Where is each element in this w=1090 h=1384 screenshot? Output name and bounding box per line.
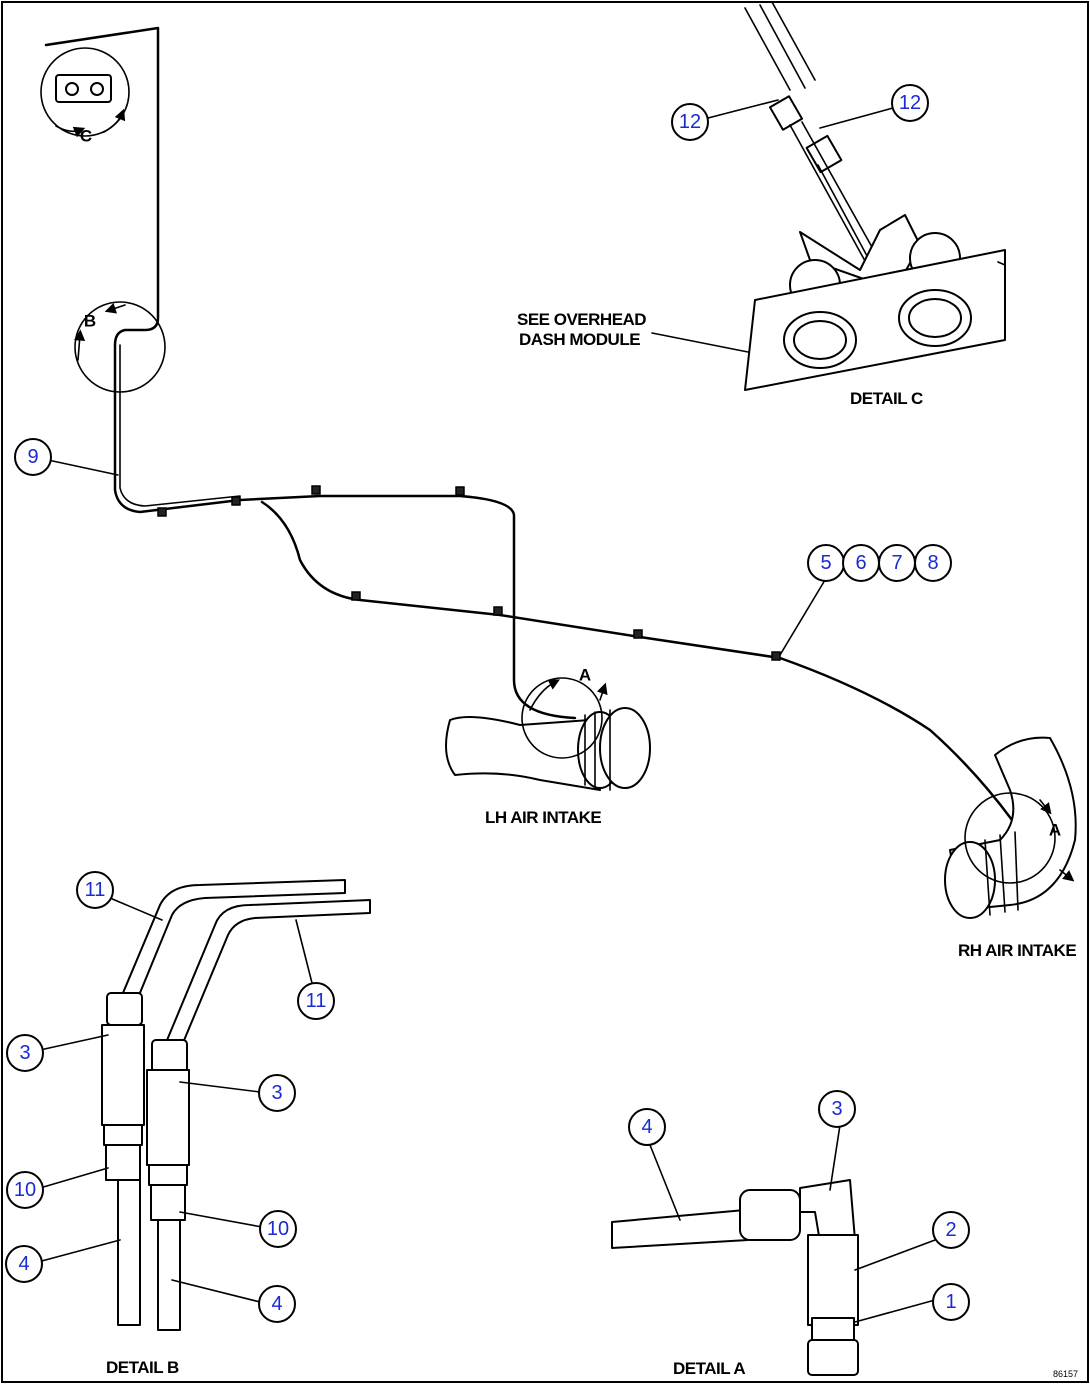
callout-number: 12 [679, 111, 701, 133]
detail-a-label: DETAIL A [673, 1359, 745, 1378]
callout-number: 3 [831, 1098, 842, 1120]
harness-routing [44, 26, 1014, 822]
callout-9: 9 [14, 438, 52, 476]
callout-11b: 11 [297, 982, 335, 1020]
callout-7: 7 [878, 544, 916, 582]
callout-number: 8 [927, 552, 938, 574]
leader-lines [37, 99, 936, 1323]
callout-6: 6 [842, 544, 880, 582]
callout-1: 1 [932, 1283, 970, 1321]
callout-3c: 3 [818, 1090, 856, 1128]
detail-c-label: DETAIL C [850, 389, 923, 408]
callout-number: 9 [27, 446, 38, 468]
callout-12b: 12 [891, 84, 929, 122]
callout-number: 1 [945, 1291, 956, 1313]
detail-letter-b: B [84, 312, 96, 331]
callout-2: 2 [932, 1211, 970, 1249]
callout-number: 11 [306, 990, 327, 1012]
callout-number: 12 [899, 92, 921, 114]
lh-air-intake-label: LH AIR INTAKE [485, 808, 601, 827]
detail-c-marker: C [40, 47, 130, 146]
rh-air-intake: A RH AIR INTAKE [944, 736, 1077, 960]
detail-a-drawing: DETAIL A [611, 1179, 859, 1378]
callout-4a: 4 [5, 1245, 43, 1283]
callout-4c: 4 [628, 1108, 666, 1146]
detail-letter-c: C [80, 127, 92, 146]
callout-number: 2 [945, 1219, 956, 1241]
callout-10a: 10 [6, 1171, 44, 1209]
callout-number: 10 [267, 1218, 289, 1240]
callout-number: 6 [855, 552, 866, 574]
detail-letter-a-rh: A [1049, 821, 1061, 840]
callout-8: 8 [914, 544, 952, 582]
see-overhead-label: SEE OVERHEAD [517, 310, 646, 329]
detail-letter-a-lh: A [579, 666, 591, 685]
callout-number: 5 [820, 552, 831, 574]
callout-5: 5 [807, 544, 845, 582]
detail-b-drawing: DETAIL B [101, 879, 371, 1377]
detail-b-marker: B [73, 301, 166, 393]
callout-number: 4 [18, 1253, 29, 1275]
callout-number: 7 [891, 552, 902, 574]
callout-3b: 3 [258, 1074, 296, 1112]
callout-number: 10 [14, 1179, 36, 1201]
callout-number: 4 [271, 1293, 282, 1315]
detail-b-label: DETAIL B [106, 1358, 179, 1377]
callout-number: 11 [85, 879, 106, 901]
callout-number: 3 [271, 1082, 282, 1104]
figure-number: 86157 [1053, 1369, 1078, 1379]
callout-12a: 12 [671, 103, 709, 141]
lh-air-intake: A LH AIR INTAKE [445, 666, 651, 827]
dash-module-label: DASH MODULE [519, 330, 640, 349]
detail-c-drawing: SEE OVERHEAD DASH MODULE DETAIL C [517, 1, 1006, 408]
callout-number: 4 [641, 1116, 652, 1138]
callout-4b: 4 [258, 1285, 296, 1323]
callout-number: 3 [19, 1042, 30, 1064]
callout-11a: 11 [76, 871, 114, 909]
rh-air-intake-label: RH AIR INTAKE [958, 941, 1076, 960]
callout-10b: 10 [259, 1210, 297, 1248]
callout-3a: 3 [6, 1034, 44, 1072]
